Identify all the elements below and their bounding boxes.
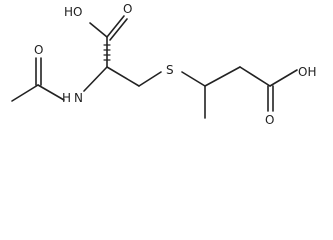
bond-ch2-s <box>138 71 162 87</box>
bond-methyl-carbonyl <box>11 84 39 102</box>
atom-label-o-right: O <box>265 113 274 127</box>
structural-formula: HO O O H N S OH O <box>11 2 316 127</box>
bond-carbonyl-n <box>37 84 65 101</box>
atom-label-o-acetyl: O <box>34 43 43 57</box>
atom-label-nh-h: H <box>62 91 71 105</box>
atom-label-o-top: O <box>123 2 132 16</box>
bond-s-ch <box>181 71 206 87</box>
stereo-hash-bond <box>103 44 111 61</box>
bond-carboxyl-c-o-double-b <box>109 18 128 41</box>
atom-label-oh-right: OH <box>298 65 316 79</box>
atom-label-oh-top: HO <box>64 5 82 19</box>
bond-n-alpha <box>83 66 108 92</box>
bond-carboxyl-c-o-double-a <box>106 15 125 38</box>
bond-ch-ch2 <box>204 66 241 87</box>
atom-label-s: S <box>166 63 174 77</box>
molecule-canvas: HO O O H N S OH O <box>11 2 316 127</box>
atom-label-nh-n: N <box>74 91 83 105</box>
bond-carboxyl-c-oh <box>89 22 108 38</box>
bond-alpha-ch2 <box>106 66 140 87</box>
bond-acid-c-oh <box>269 69 298 87</box>
bond-ch2-acid-c <box>239 66 271 87</box>
